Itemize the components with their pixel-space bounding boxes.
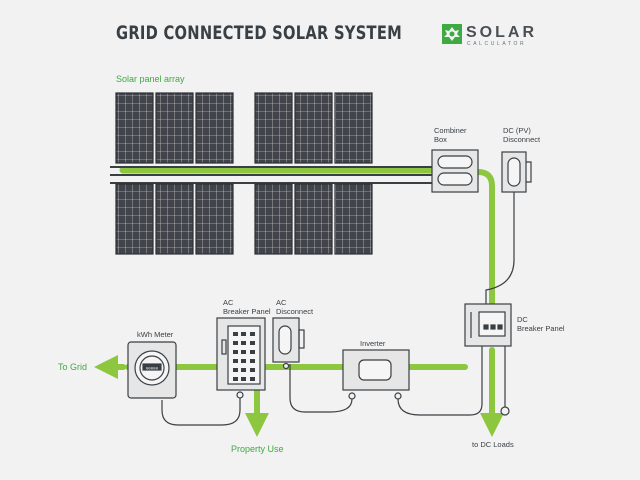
combiner-label-line2: Box <box>434 135 447 144</box>
inverter-box <box>289 346 483 416</box>
property-use-label: Property Use <box>231 444 284 454</box>
ac-disconnect-label: AC Disconnect <box>276 298 313 316</box>
breaker-switches <box>233 332 255 381</box>
combiner-label-line1: Combiner <box>434 126 467 135</box>
dc-loads-label: to DC Loads <box>472 440 514 449</box>
meter-cable <box>161 391 244 426</box>
array-label: Solar panel array <box>116 74 185 84</box>
kwh-meter <box>127 341 177 399</box>
ac-disconnect-label-line1: AC <box>276 298 287 307</box>
combiner-label: Combiner Box <box>434 126 467 144</box>
solar-panel-array <box>115 92 373 255</box>
ac-breaker-label-line1: AC <box>223 298 234 307</box>
dc-breaker-label-line2: Breaker Panel <box>517 324 565 333</box>
mounting-rail <box>110 166 432 184</box>
inverter-label: Inverter <box>360 339 386 348</box>
dc-disconnect-label-line1: DC (PV) <box>503 126 531 135</box>
kwh-meter-label: kWh Meter <box>137 330 174 339</box>
ac-breaker-label: AC Breaker Panel <box>223 298 271 316</box>
to-grid-label: To Grid <box>58 362 88 372</box>
logo-icon <box>442 24 462 44</box>
combiner-box <box>431 149 479 193</box>
ac-breaker-label-line2: Breaker Panel <box>223 307 271 316</box>
ac-disconnect-label-line2: Disconnect <box>276 307 314 316</box>
dc-disconnect-box <box>485 151 532 305</box>
logo-name: SOLAR <box>466 24 537 41</box>
dc-breaker-panel <box>464 303 512 416</box>
page-title: GRID CONNECTED SOLAR SYSTEM <box>116 22 403 44</box>
dc-breaker-label: DC Breaker Panel <box>517 315 565 333</box>
ac-disconnect-box <box>272 317 305 370</box>
meter-display: 00000 <box>146 368 159 372</box>
dc-disconnect-label: DC (PV) Disconnect <box>503 126 540 144</box>
dc-breaker-label-line1: DC <box>517 315 528 324</box>
dc-disconnect-label-line2: Disconnect <box>503 135 541 144</box>
logo-tagline: CALCULATOR <box>467 41 527 47</box>
